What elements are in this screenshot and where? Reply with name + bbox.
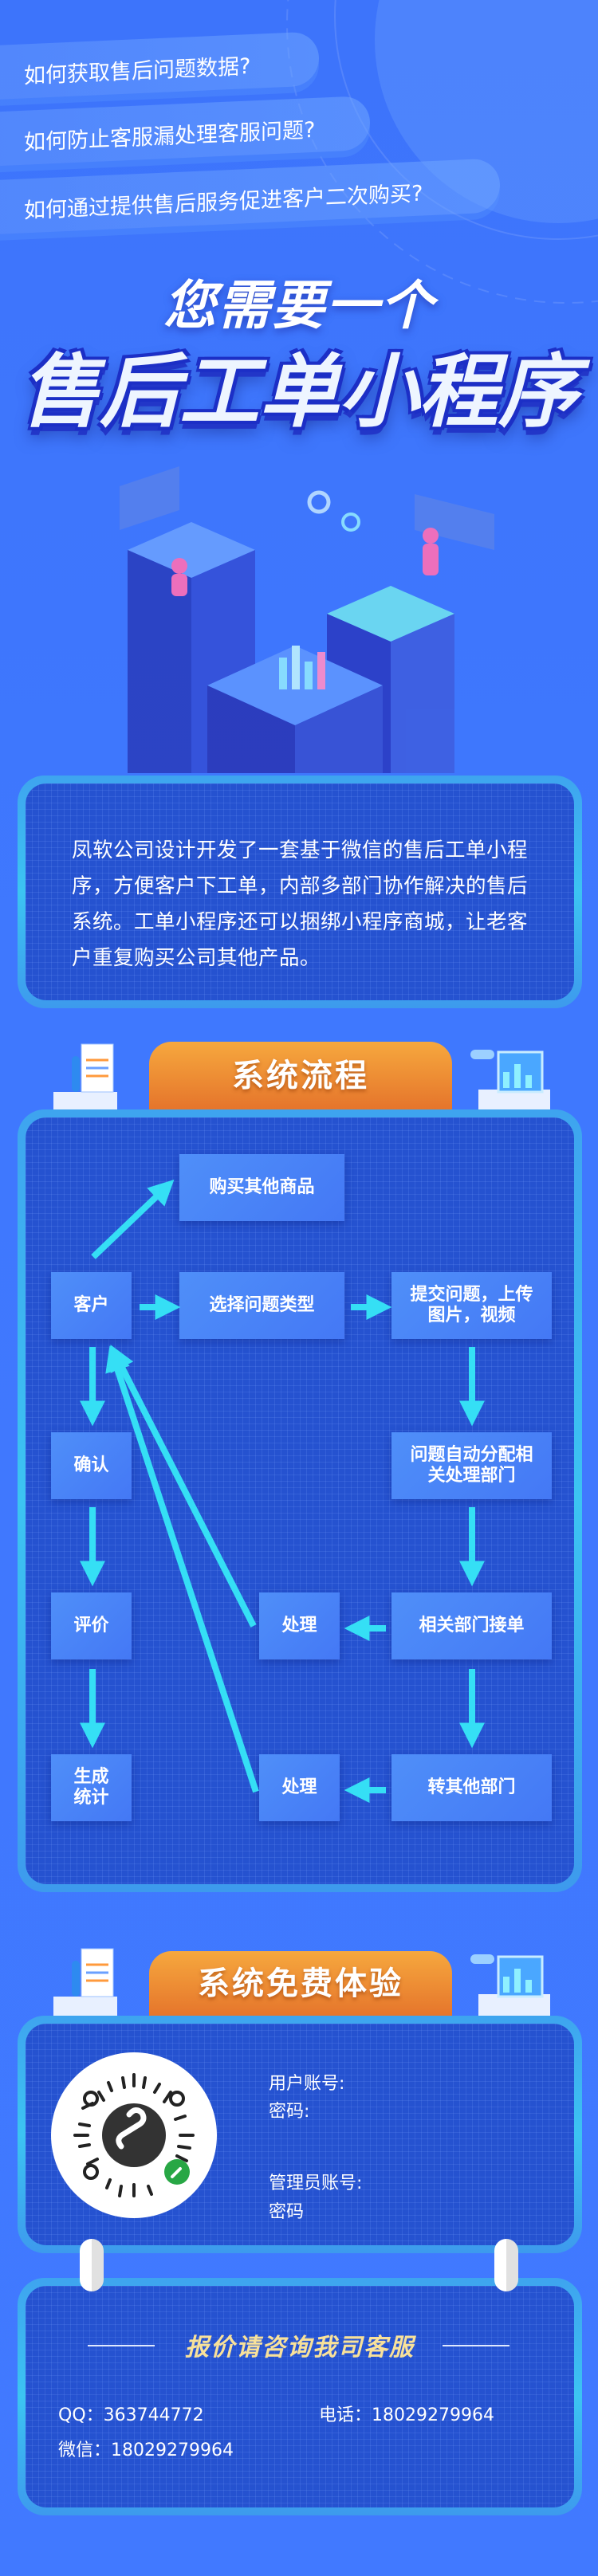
flow-node-process: 处理 xyxy=(259,1592,340,1659)
flow-node-customer: 客户 xyxy=(51,1272,132,1339)
trial-section-header: 系统免费体验 xyxy=(149,1951,452,2017)
contact-qq: QQ：363744772 xyxy=(58,2405,204,2425)
intro-panel: 凤软公司设计开发了一套基于微信的售后工单小程序，方便客户下工单，内部多部门协作解… xyxy=(18,776,582,1008)
connector-peg xyxy=(494,2239,518,2291)
flow-node-evaluate: 评价 xyxy=(51,1592,132,1659)
document-illustration-icon xyxy=(53,1948,117,2016)
flow-node-confirm: 确认 xyxy=(51,1432,132,1499)
connector-peg xyxy=(80,2239,104,2291)
trial-panel: 用户账号: 密码: 管理员账号: 密码 xyxy=(18,2016,582,2253)
divider-line xyxy=(88,2345,155,2346)
flow-node-dept-accept: 相关部门接单 xyxy=(391,1592,552,1659)
document-illustration-icon xyxy=(53,1043,117,1112)
arrow-process-to-customer xyxy=(110,1345,257,1628)
user-account-label: 用户账号: xyxy=(269,2074,345,2094)
flow-section-header: 系统流程 xyxy=(149,1042,452,1110)
flow-node-auto-assign: 问题自动分配相关处理部门 xyxy=(391,1432,552,1499)
flow-node-process: 处理 xyxy=(259,1754,340,1821)
intro-text: 凤软公司设计开发了一套基于微信的售后工单小程序，方便客户下工单，内部多部门协作解… xyxy=(72,838,529,970)
divider-line xyxy=(443,2345,509,2346)
flow-node-buy-other: 购买其他商品 xyxy=(179,1154,344,1221)
flow-node-stats: 生成统计 xyxy=(51,1754,132,1821)
contact-wechat: 微信：18029279964 xyxy=(58,2441,234,2460)
hero-title-line2: 售后工单小程序 xyxy=(20,345,578,438)
admin-password-label: 密码 xyxy=(269,2202,305,2222)
flow-node-submit: 提交问题，上传图片，视频 xyxy=(391,1272,552,1339)
contact-panel: 报价请咨询我司客服 QQ：363744772 电话：18029279964 微信… xyxy=(18,2278,582,2515)
contact-phone: 电话：18029279964 xyxy=(319,2405,494,2425)
server-illustration-icon xyxy=(470,1050,550,1112)
arrow-process2-to-customer xyxy=(105,1345,259,1793)
arrow-customer-to-buy xyxy=(91,1180,175,1259)
admin-account-label: 管理员账号: xyxy=(269,2174,363,2193)
hero-title-line1: 您需要一个 xyxy=(163,275,435,336)
user-password-label: 密码: xyxy=(269,2102,310,2122)
mini-program-qr-code[interactable] xyxy=(51,2052,217,2218)
server-illustration-icon xyxy=(470,1954,550,2016)
flow-node-transfer: 转其他部门 xyxy=(391,1754,552,1821)
isometric-illustration xyxy=(120,466,494,773)
bg-ring xyxy=(334,0,598,240)
contact-heading: 报价请咨询我司客服 xyxy=(185,2334,415,2362)
flow-node-select-type: 选择问题类型 xyxy=(179,1272,344,1339)
